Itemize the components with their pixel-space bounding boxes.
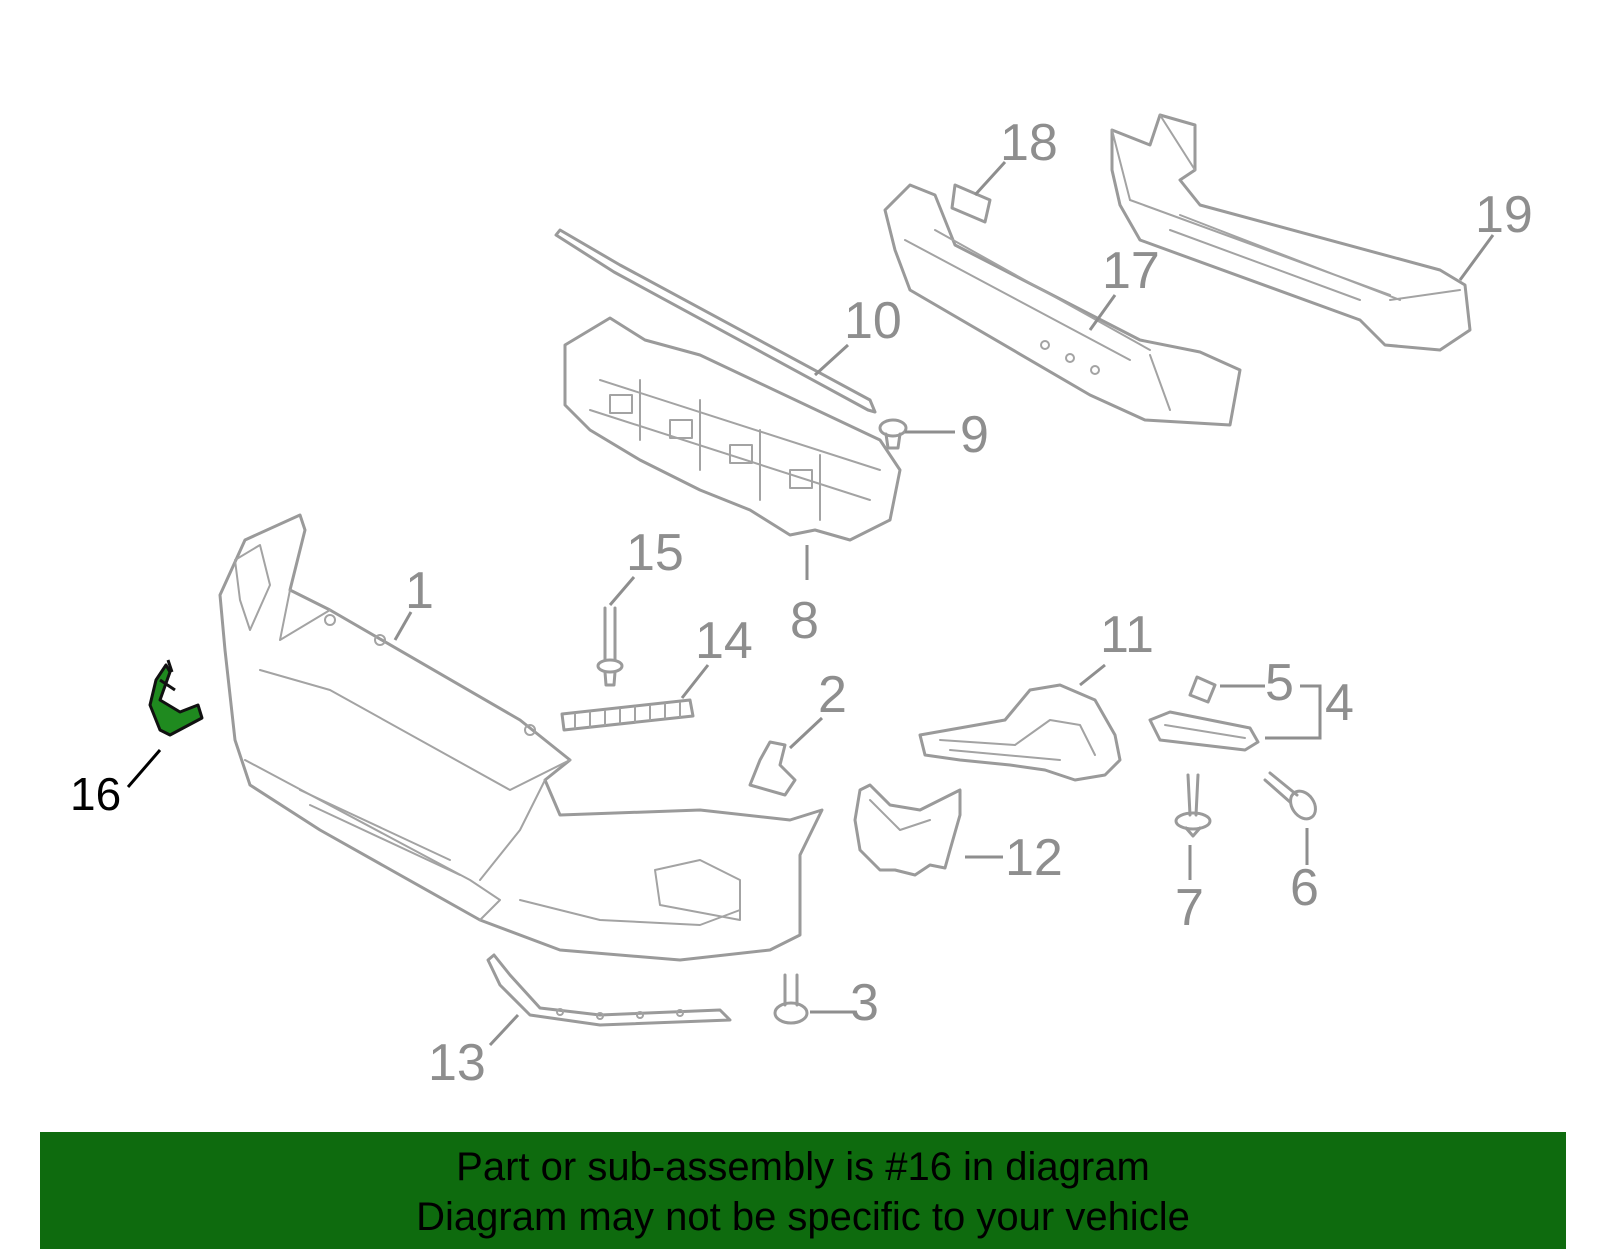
callout-3: 3	[850, 974, 879, 1032]
info-banner: Part or sub-assembly is #16 in diagram D…	[40, 1132, 1566, 1249]
callout-18: 18	[1000, 114, 1058, 172]
part-7-screw[interactable]	[1174, 773, 1212, 838]
part-5-pad[interactable]	[1188, 675, 1217, 704]
part-13-lower-molding[interactable]	[486, 953, 732, 1027]
part-8-shield[interactable]	[563, 316, 902, 542]
callout-6: 6	[1290, 859, 1319, 917]
part-14-molding[interactable]	[560, 698, 695, 732]
part-1-bumper-cover[interactable]	[218, 513, 824, 962]
callout-5: 5	[1265, 654, 1294, 712]
leader-lines	[126, 160, 1495, 1047]
callout-16: 16	[70, 768, 121, 820]
callout-17: 17	[1102, 242, 1160, 300]
part-2-bracket[interactable]	[748, 740, 797, 797]
part-15-bolt[interactable]	[596, 606, 624, 687]
callout-10: 10	[844, 292, 902, 350]
callout-12: 12	[1005, 829, 1063, 887]
callout-9: 9	[960, 406, 989, 464]
callout-1: 1	[405, 562, 434, 620]
callout-8: 8	[790, 592, 819, 650]
part-6-bolt[interactable]	[1263, 771, 1321, 824]
part-12-bracket[interactable]	[853, 783, 962, 877]
callout-4: 4	[1325, 674, 1354, 732]
callout-11: 11	[1100, 606, 1154, 664]
callout-7: 7	[1175, 879, 1204, 937]
part-18-pad[interactable]	[950, 183, 992, 224]
banner-line-2: Diagram may not be specific to your vehi…	[416, 1195, 1190, 1239]
part-16-bracket-highlighted[interactable]	[148, 659, 204, 737]
part-17-absorber[interactable]	[883, 183, 1242, 427]
callout-2: 2	[818, 666, 847, 724]
banner-line-1: Part or sub-assembly is #16 in diagram	[456, 1145, 1150, 1189]
callout-14: 14	[695, 612, 753, 670]
part-3-screw[interactable]	[773, 973, 809, 1025]
callout-15: 15	[626, 524, 684, 582]
callout-labels: 18 19 17 10 9 8 15 1 14 2 11 12 5 4 7 6 …	[70, 114, 1533, 1092]
parts-diagram: 18 19 17 10 9 8 15 1 14 2 11 12 5 4 7 6 …	[70, 113, 1533, 1092]
part-4-insert[interactable]	[1148, 710, 1260, 752]
part-9-clip[interactable]	[878, 418, 908, 450]
part-19-reinforcement-beam[interactable]	[1110, 113, 1472, 352]
callout-13: 13	[428, 1034, 486, 1092]
part-10-strip[interactable]	[554, 228, 877, 414]
callout-19: 19	[1475, 186, 1533, 244]
part-11-bezel[interactable]	[918, 683, 1122, 782]
